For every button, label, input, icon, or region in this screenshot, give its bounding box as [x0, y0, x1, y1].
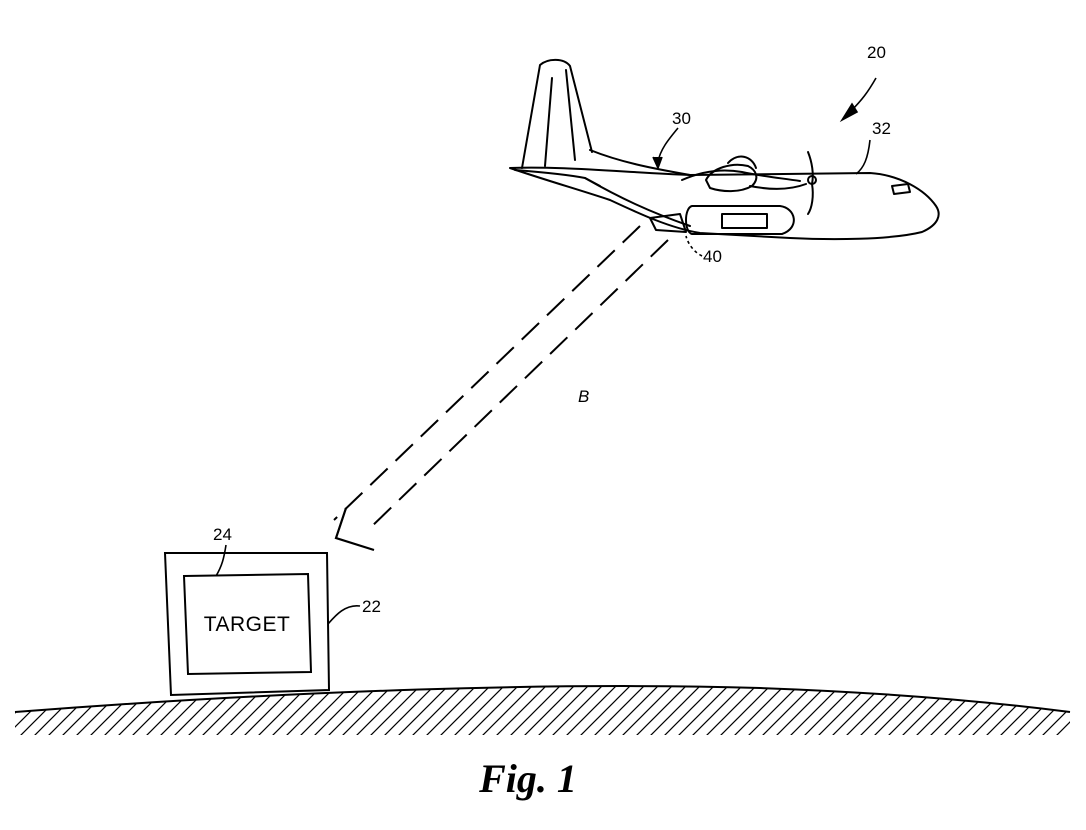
laser-beam — [333, 225, 669, 531]
laser-housing — [649, 213, 687, 233]
target-structure — [163, 552, 331, 697]
label-22: 22 — [362, 597, 381, 616]
ground — [14, 685, 1071, 735]
aircraft — [509, 58, 940, 241]
leader-24 — [215, 544, 227, 577]
aircraft-pod — [685, 205, 795, 235]
aircraft-engine-nacelle — [705, 163, 758, 193]
target-text: TARGET — [204, 613, 291, 636]
aircraft-fuselage — [509, 166, 940, 241]
aircraft-tail-fin-inner — [544, 69, 576, 167]
aircraft-tail-fin — [521, 58, 593, 169]
label-32: 32 — [872, 119, 891, 138]
label-24: 24 — [213, 525, 232, 544]
aircraft-propeller — [807, 151, 814, 215]
label-20: 20 — [867, 43, 886, 62]
beam-end-marker — [334, 507, 375, 552]
aircraft-wing — [681, 169, 801, 182]
aircraft-cockpit-window — [891, 183, 911, 195]
leader-30 — [657, 127, 679, 163]
figure-caption: Fig. 1 — [478, 756, 577, 801]
arrow-head-icon — [839, 102, 859, 123]
leader-32 — [855, 139, 871, 175]
target-plate — [182, 572, 313, 676]
leader-22 — [327, 605, 361, 625]
label-B: B — [578, 387, 589, 406]
leader-40 — [685, 235, 703, 257]
label-30: 30 — [672, 109, 691, 128]
label-40: 40 — [703, 247, 722, 266]
